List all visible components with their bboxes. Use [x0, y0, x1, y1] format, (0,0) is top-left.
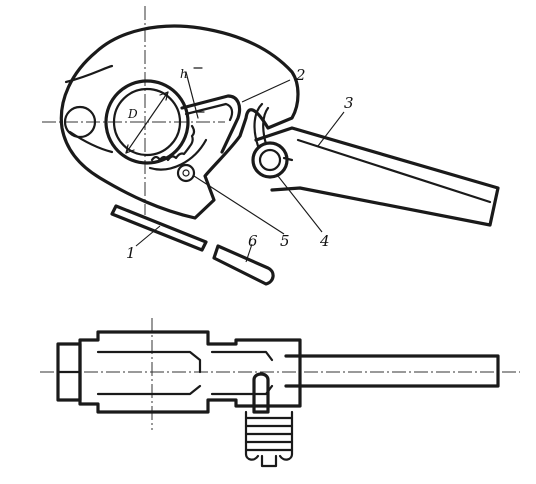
diameter-arrow-tip [159, 91, 169, 101]
label-part-6: 6 [248, 232, 258, 250]
leader-5 [193, 175, 285, 235]
leader-1 [135, 225, 161, 247]
side-recess-right-lower [210, 384, 274, 396]
leader-6 [245, 243, 253, 263]
pipe-seat-inner [112, 87, 182, 157]
pawl-link [180, 94, 242, 154]
leader-2 [241, 79, 291, 103]
roller-pin-centre [182, 169, 190, 177]
toothed-jaw-base [148, 138, 208, 171]
label-part-5: 5 [280, 232, 290, 250]
label-part-4: 4 [319, 232, 330, 250]
chain-strap-tail [212, 244, 275, 286]
side-recess-lower [96, 384, 202, 396]
side-recess-right-upper [210, 350, 274, 362]
side-handle-bar [284, 354, 500, 388]
label-diameter: D [127, 107, 138, 121]
chain-strap-link [110, 204, 208, 252]
handle-lever [254, 126, 500, 227]
side-recess-upper [96, 350, 202, 374]
top-view: 2 3 4 5 1 6 D h [42, 6, 500, 286]
leader-3 [317, 111, 345, 147]
body-lower-inner-edge [68, 130, 114, 154]
diameter-dimension-line [125, 91, 169, 154]
label-part-2: 2 [295, 66, 306, 84]
body-upper-inner-edge [64, 64, 114, 84]
label-part-1: 1 [126, 244, 136, 262]
spring-coil-inner [258, 148, 282, 172]
side-body-block [78, 330, 302, 414]
label-part-3: 3 [344, 94, 354, 112]
jaw-body [59, 24, 300, 220]
toothed-jaw [150, 124, 196, 162]
side-view [40, 318, 520, 468]
leader-4 [277, 175, 323, 233]
gap-dimension-line [185, 71, 199, 119]
side-spring-coils [244, 410, 294, 468]
pivot-hole [63, 105, 97, 139]
pipe-seat-circle [104, 79, 190, 165]
spring-coil-outer [251, 141, 289, 179]
label-gap: h [180, 67, 188, 81]
roller-pin [176, 163, 196, 183]
handle-inner-line [296, 138, 492, 204]
diameter-arrow-tip-lower [125, 144, 135, 154]
spring-leg-2 [262, 106, 270, 146]
spring-leg [253, 102, 264, 148]
spring-tail [282, 156, 294, 162]
side-spring-housing [252, 372, 270, 414]
pawl-link-inner [184, 102, 234, 122]
